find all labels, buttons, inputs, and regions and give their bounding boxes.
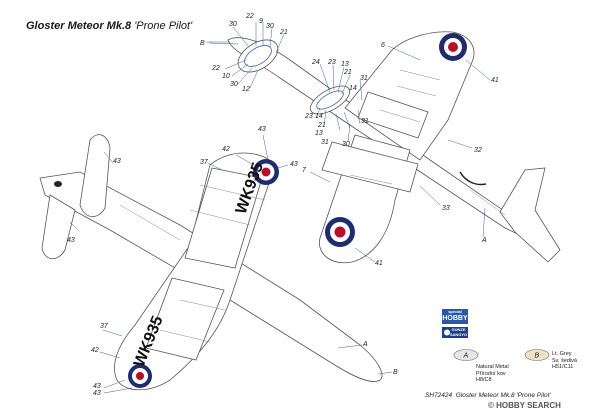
callout-upper-8: 10	[222, 73, 230, 80]
upper-nacelle-starboard	[357, 91, 429, 139]
upper-view-aircraft	[227, 31, 561, 264]
legend-b-line-1: Lt. Grey	[552, 351, 572, 357]
callout-lower-9: 43	[93, 383, 101, 390]
legend-letter-b: B	[535, 353, 540, 360]
callout-lower-10: 43	[93, 390, 101, 397]
callout-upper-9: 30	[230, 81, 238, 88]
callout-upper-5: 30	[266, 23, 274, 30]
callout-upper-26: 32	[474, 147, 482, 154]
hobby-logo-main: HOBBY	[442, 315, 468, 322]
lower-tailplane-2	[41, 194, 76, 260]
callout-upper-14: 23	[327, 59, 336, 66]
lower-nacelle-upper	[184, 167, 263, 269]
upper-roundel-starboard	[439, 33, 467, 61]
callout-upper-21: 21	[317, 122, 326, 129]
legend-swatch-b	[524, 349, 550, 361]
callout-upper-25: 31	[361, 118, 369, 125]
lower-view-aircraft	[39, 134, 383, 391]
leader-lines	[69, 22, 491, 394]
callout-upper-23: 31	[321, 139, 329, 146]
callout-upper-20: 14	[315, 113, 323, 120]
callout-lower-11: A	[362, 341, 368, 348]
callout-upper-2: 22	[245, 13, 254, 20]
gunze-logo-mark	[444, 329, 450, 336]
upper-canopy	[309, 85, 351, 115]
upper-fin-flash	[459, 171, 487, 186]
legend-swatches: A B	[453, 349, 550, 361]
legend-a-line-3: H8/C8	[476, 377, 492, 383]
callouts-upper: B 22 9 30 30 21 22 10 30 12 6 41 24 23 1…	[200, 13, 499, 267]
callout-upper-29: 41	[375, 260, 383, 267]
callout-upper-1: B	[200, 40, 205, 47]
watermark: © HOBBY SEARCH	[488, 401, 561, 410]
upper-prone-canopy	[237, 39, 279, 73]
callout-lower-12: B	[393, 369, 398, 376]
upper-canopy-frame	[316, 90, 344, 110]
callout-lower-6: 43	[290, 161, 298, 168]
upper-roundel-port	[325, 217, 355, 247]
page-title: Gloster Meteor Mk.8 'Prone Pilot'	[26, 20, 192, 32]
lower-roundel-upper	[253, 159, 279, 185]
footer-code: SH72424	[425, 392, 453, 399]
gunze-logo-main: SANGYO	[449, 332, 468, 337]
title-main: Gloster Meteor Mk.8	[26, 20, 132, 32]
callout-upper-19: 23	[304, 113, 313, 120]
callout-upper-17: 31	[360, 75, 368, 82]
callout-upper-4: 30	[229, 21, 237, 28]
gunze-logo-top: GUNZE	[451, 327, 466, 332]
upper-panel-lines	[349, 69, 506, 216]
callout-lower-2: 43	[67, 237, 75, 244]
callout-upper-28: 33	[442, 205, 450, 212]
callout-lower-4: 37	[200, 159, 209, 166]
callout-lower-8: 42	[91, 347, 99, 354]
callout-upper-30: A	[481, 237, 487, 244]
footer-caption: SH72424 Gloster Meteor Mk.8 'Prone Pilot…	[425, 392, 551, 399]
callout-upper-16: 21	[343, 69, 352, 76]
callouts-lower: 43 43 42 37 43 43 37 42 43 43 A B	[67, 126, 398, 397]
callout-upper-11: 6	[381, 42, 385, 49]
gunze-logo-box	[442, 327, 468, 338]
title-sub: 'Prone Pilot'	[134, 20, 193, 32]
upper-prone-canopy-frame	[244, 45, 272, 67]
legend-text-b: Lt. Grey Sv. šedivá H51/C11	[552, 351, 577, 371]
callout-upper-6: 21	[279, 29, 288, 36]
callout-lower-5: 43	[258, 126, 266, 133]
callout-lower-7: 37	[100, 323, 109, 330]
hobby-logo-box	[442, 309, 468, 324]
legend-text-a: Natural Metal Přírodní kov H8/C8	[476, 364, 509, 384]
legend-a-line-2: Přírodní kov	[476, 370, 506, 377]
callout-upper-10: 12	[242, 86, 250, 93]
callout-upper-22: 13	[315, 130, 323, 137]
upper-tailplane	[499, 167, 561, 263]
hobby-logo-top: special	[448, 309, 462, 314]
callout-upper-15: 13	[341, 61, 349, 68]
callout-upper-13: 24	[311, 59, 320, 66]
lower-panel-lines	[119, 184, 266, 343]
legend-a-line-1: Natural Metal	[476, 364, 509, 370]
callout-upper-7: 22	[211, 65, 220, 72]
callout-upper-18: 14	[349, 85, 357, 92]
callout-lower-3: 42	[222, 146, 230, 153]
upper-wing-starboard	[344, 31, 475, 161]
lower-roundel-lower	[128, 364, 152, 388]
callout-upper-24: 30	[342, 141, 350, 148]
callout-upper-12: 41	[491, 77, 499, 84]
lower-intake-marker	[54, 181, 62, 187]
legend-letter-a: A	[463, 353, 469, 360]
legend-b-line-2: Sv. šedivá	[552, 357, 577, 364]
callout-upper-27: 7	[302, 167, 307, 174]
callout-lower-1: 43	[113, 158, 121, 165]
legend-b-line-3: H51/C11	[552, 364, 574, 370]
footer-text: Gloster Meteor Mk.8 'Prone Pilot'	[455, 392, 551, 399]
lower-nacelle-lower	[145, 277, 225, 361]
lower-tailplane	[79, 134, 111, 218]
legend-swatch-a	[453, 349, 479, 361]
callout-upper-3: 9	[259, 18, 263, 25]
